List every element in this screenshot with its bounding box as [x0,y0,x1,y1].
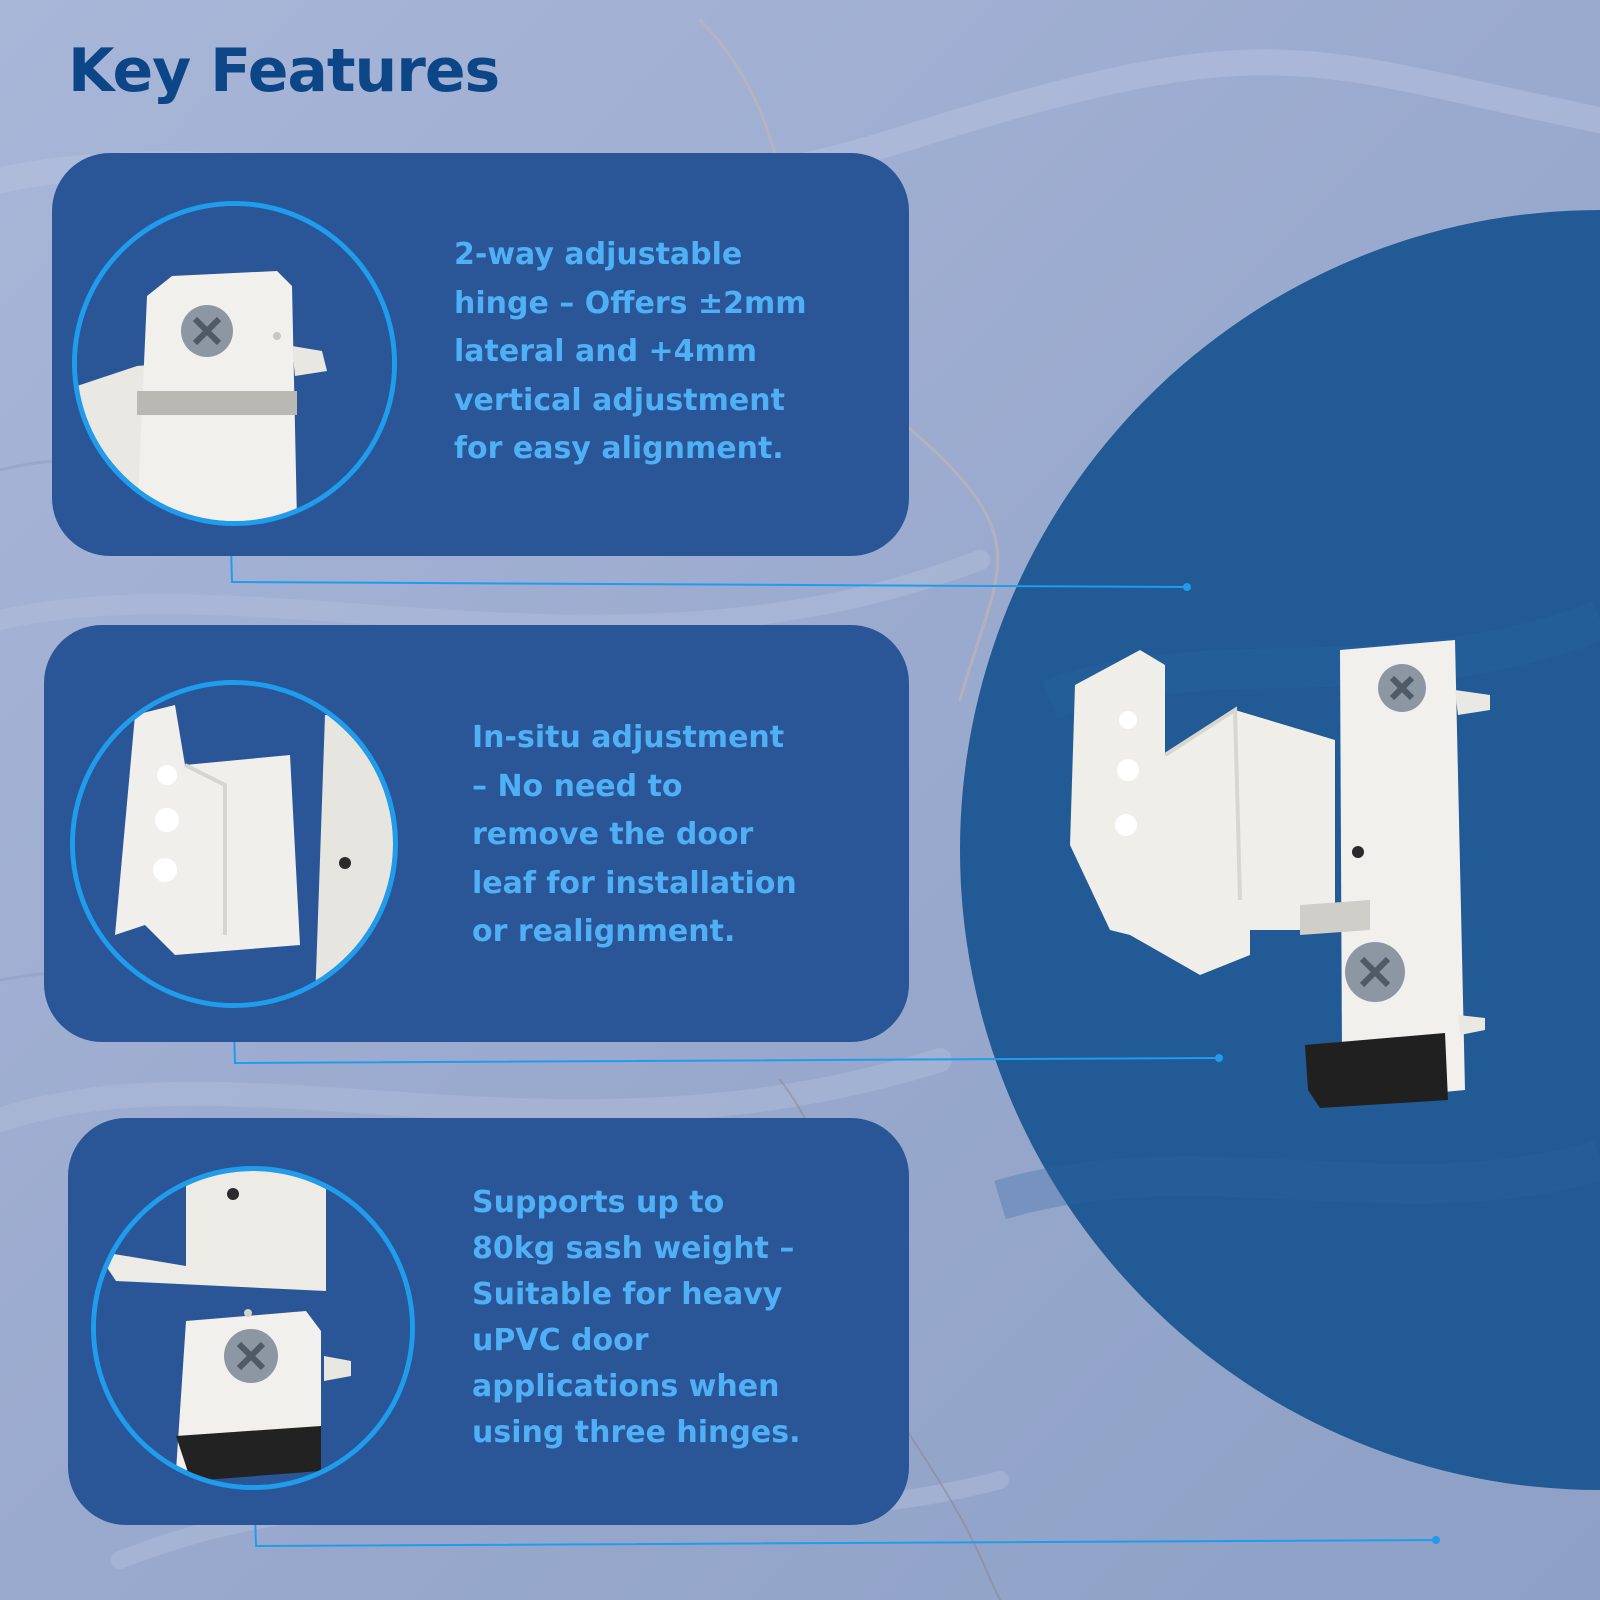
feature-card-1: 2-way adjustable hinge – Offers ±2mm lat… [52,153,909,556]
hinge-top-detail-icon [72,201,397,526]
hinge-bottom-detail-icon [91,1166,415,1490]
page-title: Key Features [68,36,500,106]
feature-text-2: In-situ adjustment – No need to remove t… [472,720,797,949]
feature-text-3: Supports up to 80kg sash weight – Suitab… [472,1185,801,1450]
hinge-middle-detail-icon [70,680,398,1008]
flag-hinge-icon [1070,630,1510,1154]
feature-card-2: In-situ adjustment – No need to remove t… [44,625,909,1042]
feature-text-1: 2-way adjustable hinge – Offers ±2mm lat… [454,237,807,466]
feature-card-3: Supports up to 80kg sash weight – Suitab… [68,1118,909,1525]
